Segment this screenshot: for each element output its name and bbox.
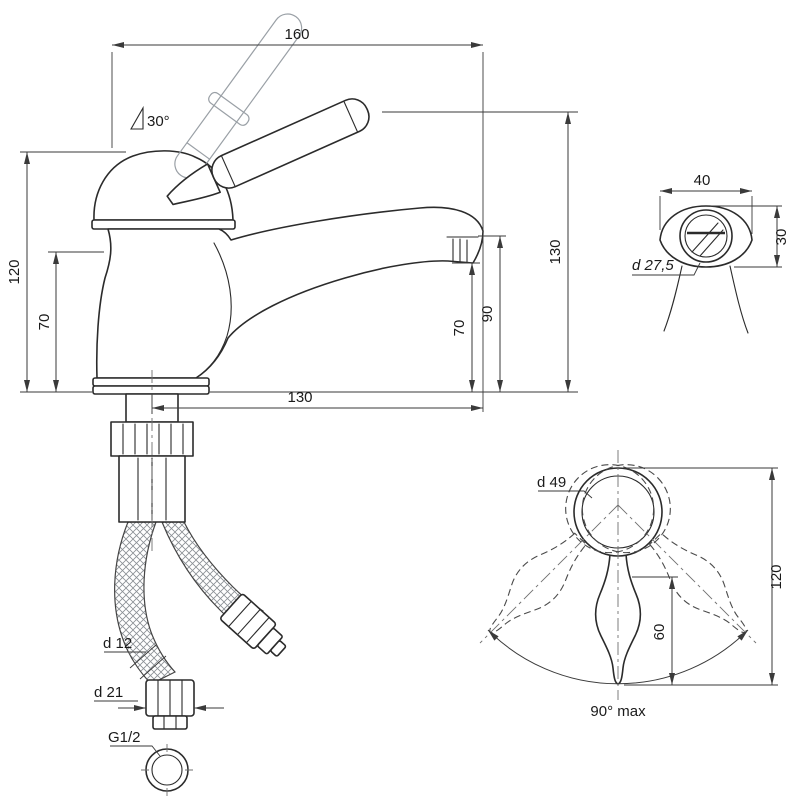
base-flange bbox=[92, 377, 210, 395]
rotation-max-label: 90° max bbox=[590, 703, 646, 720]
thread-size-label: G1/2 bbox=[108, 729, 141, 746]
lever-handle bbox=[166, 98, 370, 206]
cartridge-dome bbox=[93, 150, 234, 221]
dim-handle-length-label: 160 bbox=[284, 26, 309, 43]
dim-height-70-right-label: 70 bbox=[451, 320, 468, 337]
angle-symbol-icon bbox=[130, 105, 144, 130]
dim-spout-reach-label: 130 bbox=[287, 389, 312, 406]
hose-diameter-leader bbox=[104, 644, 167, 680]
knob-diameter-leader bbox=[538, 490, 593, 499]
angle-label: 30° bbox=[147, 113, 170, 130]
dome-collar bbox=[91, 219, 236, 230]
dim-height-90-label: 90 bbox=[479, 306, 496, 323]
dim-height-120-label: 120 bbox=[6, 259, 23, 284]
rotation-axes bbox=[479, 450, 757, 700]
grip-length-label: 60 bbox=[651, 624, 668, 641]
hose-diameter-label: d 12 bbox=[103, 635, 132, 652]
dim-height-130-label: 130 bbox=[547, 239, 564, 264]
faucet-body-spout bbox=[95, 206, 484, 379]
handle-rotation-view: d 49 120 60 90° max bbox=[473, 445, 785, 720]
aerator-hatch bbox=[691, 222, 724, 257]
body-sculpt-line bbox=[195, 242, 232, 379]
spout-neck-lines bbox=[663, 265, 749, 334]
spout-section-view: 40 30 d 27,5 bbox=[632, 172, 790, 334]
aerator-diameter-leader bbox=[632, 262, 701, 276]
thread-end-view bbox=[141, 744, 193, 796]
aerator-inner-circle bbox=[684, 214, 728, 258]
side-view: 30° bbox=[6, 13, 578, 796]
knob-diameter-label: d 49 bbox=[537, 474, 566, 491]
extension-lines-section bbox=[659, 196, 782, 268]
handle-length-label: 120 bbox=[768, 564, 785, 589]
rotation-arc bbox=[487, 629, 749, 685]
dim-height-70-left-label: 70 bbox=[36, 314, 53, 331]
section-width-label: 40 bbox=[694, 172, 711, 189]
hose-nut-left bbox=[145, 679, 195, 730]
hose-nut-right bbox=[220, 593, 287, 657]
nut-diameter-label: d 21 bbox=[94, 684, 123, 701]
aerator-diameter-label: d 27,5 bbox=[632, 257, 674, 274]
section-height-label: 30 bbox=[773, 229, 790, 246]
aerator-tip-lines bbox=[446, 236, 479, 263]
supply-hose-left bbox=[114, 521, 176, 685]
ghost-handle bbox=[174, 13, 303, 179]
thread-size-leader bbox=[110, 745, 161, 757]
